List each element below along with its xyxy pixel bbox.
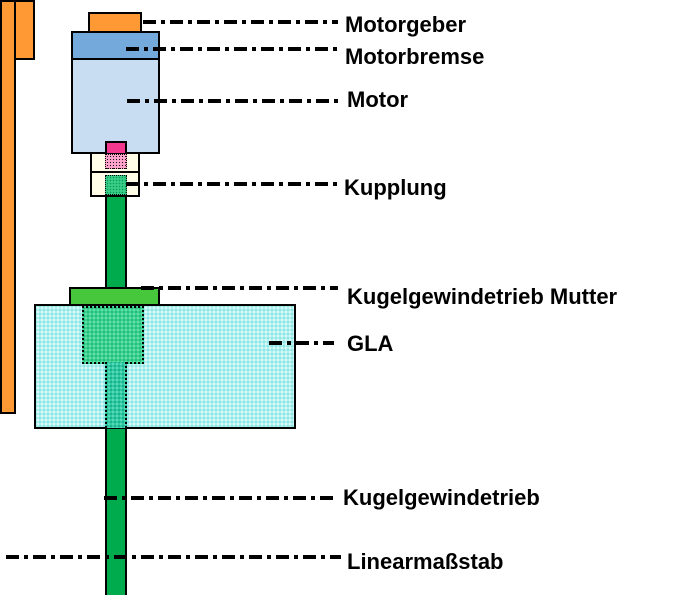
motor-encoder-block [88,12,142,33]
coupling-lower-insert [105,175,127,195]
leader-line-gla [269,341,334,345]
gla-housing [34,304,296,429]
shaft-inside-housing [105,362,127,428]
linear-scale-bar [0,0,16,414]
label-kugelgewindetrieb-mutter: Kugelgewindetrieb Mutter [347,284,618,309]
scale-mount-tab [14,0,35,60]
leader-line-motorgeber [143,20,338,24]
coupling-divider [92,171,138,173]
leader-line-linearmassstab [6,555,341,559]
ballscrew-nut-body [82,306,144,364]
label-kupplung: Kupplung [344,175,447,200]
label-kugelgewindetrieb: Kugelgewindetrieb [343,485,540,510]
leader-line-kugelgewindetrieb-mutter [141,286,338,290]
leader-line-kugelgewindetrieb [104,496,336,500]
leader-line-kupplung [126,182,338,186]
label-motorbremse: Motorbremse [345,44,485,69]
coupling-upper-insert [105,154,127,169]
motor-shaft-stub [105,141,127,155]
label-linearmassstab: Linearmaßstab [347,549,504,574]
leader-line-motor [127,99,338,103]
motor-brake-band [71,31,160,60]
label-gla: GLA [347,331,394,356]
label-motor: Motor [347,87,409,112]
label-motorgeber: Motorgeber [345,12,466,37]
leader-line-motorbremse [126,47,338,51]
